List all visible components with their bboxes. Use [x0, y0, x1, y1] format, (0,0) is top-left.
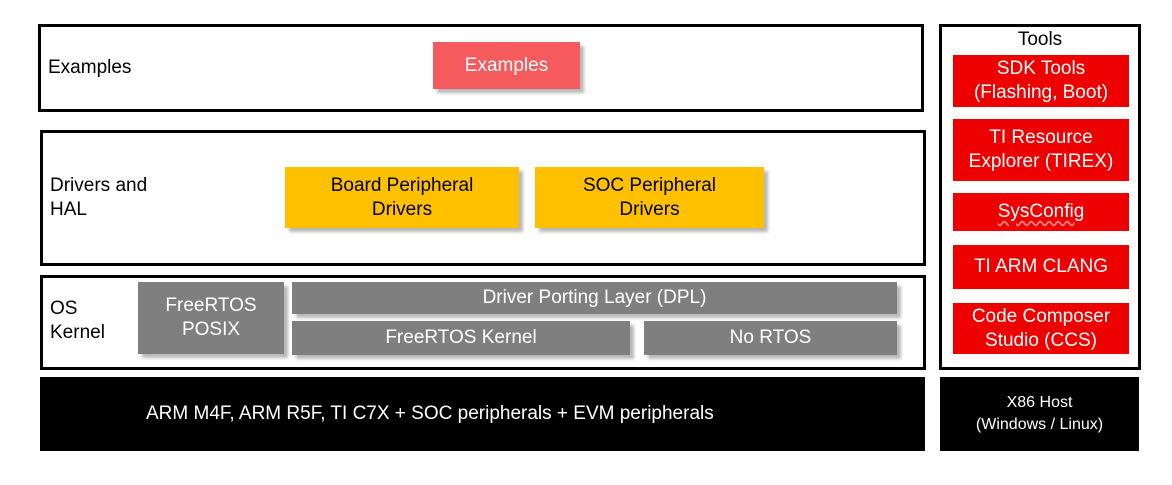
examples-layer-label: Examples — [48, 57, 132, 78]
ti-resource-explorer-block: TI Resource Explorer (TIREX) — [953, 119, 1129, 181]
drivers-hal-layer-label: Drivers and HAL — [50, 175, 148, 220]
examples-layer — [38, 24, 924, 112]
no-rtos-block: No RTOS — [644, 321, 897, 355]
board-peripheral-drivers-block: Board Peripheral Drivers — [285, 167, 519, 228]
target-hardware-bar: ARM M4F, ARM R5F, TI C7X + SOC periphera… — [40, 377, 925, 451]
sysconfig-block: SysConfig — [953, 193, 1129, 231]
examples-block: Examples — [433, 42, 580, 89]
freertos-posix-block: FreeRTOS POSIX — [138, 282, 284, 354]
ti-arm-clang-block: TI ARM CLANG — [953, 245, 1129, 289]
code-composer-studio-block: Code Composer Studio (CCS) — [953, 303, 1129, 354]
tools-panel-title: Tools — [1017, 29, 1063, 50]
target-hardware-label: ARM M4F, ARM R5F, TI C7X + SOC periphera… — [146, 403, 714, 424]
driver-porting-layer-block: Driver Porting Layer (DPL) — [292, 282, 897, 314]
freertos-kernel-block: FreeRTOS Kernel — [292, 321, 630, 355]
sdk-tools-block: SDK Tools (Flashing, Boot) — [953, 55, 1129, 107]
sysconfig-label: SysConfig — [997, 201, 1085, 222]
os-kernel-layer-label: OS Kernel — [50, 298, 105, 343]
soc-peripheral-drivers-block: SOC Peripheral Drivers — [535, 167, 764, 228]
x86-host-bar: X86 Host (Windows / Linux) — [940, 377, 1139, 451]
x86-host-label: X86 Host (Windows / Linux) — [975, 394, 1104, 433]
